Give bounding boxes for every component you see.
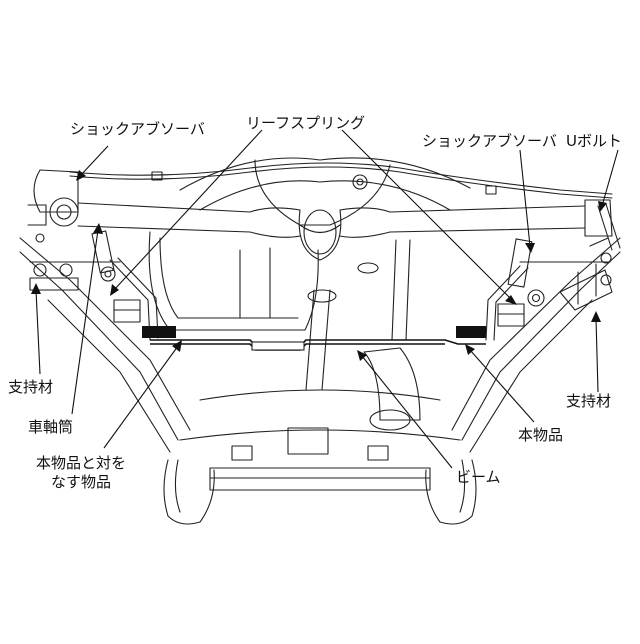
label-support-left: 支持材 <box>8 378 53 397</box>
body-floor <box>149 158 470 330</box>
label-this-product: 本物品 <box>518 426 563 445</box>
label-beam: ビーム <box>456 468 501 487</box>
u-bolt <box>598 204 620 250</box>
label-paired-product-line1: 本物品と対を <box>36 454 126 473</box>
paired-product-left-mount <box>142 326 176 338</box>
label-support-right: 支持材 <box>566 392 611 411</box>
left-hub <box>28 170 78 242</box>
drive-shaft <box>306 240 410 390</box>
label-shock-absorber-left: ショックアブソーバ <box>70 120 205 139</box>
label-leaf-spring: リーフスプリング <box>246 114 365 133</box>
rear-bumper <box>210 468 430 490</box>
label-paired-product: 本物品と対を なす物品 <box>36 454 126 492</box>
label-shock-absorber-right: ショックアブソーバ <box>422 132 557 151</box>
label-axle-housing: 車軸筒 <box>28 418 73 437</box>
axle-housing <box>78 203 585 260</box>
left-tire <box>164 460 214 524</box>
left-shock-absorber <box>92 231 115 281</box>
this-product-right-mount <box>456 326 486 338</box>
label-paired-product-line2: なす物品 <box>36 473 126 492</box>
leader-lines <box>31 130 618 468</box>
label-u-bolt: Uボルト <box>566 132 622 151</box>
frame-rails <box>20 238 620 452</box>
